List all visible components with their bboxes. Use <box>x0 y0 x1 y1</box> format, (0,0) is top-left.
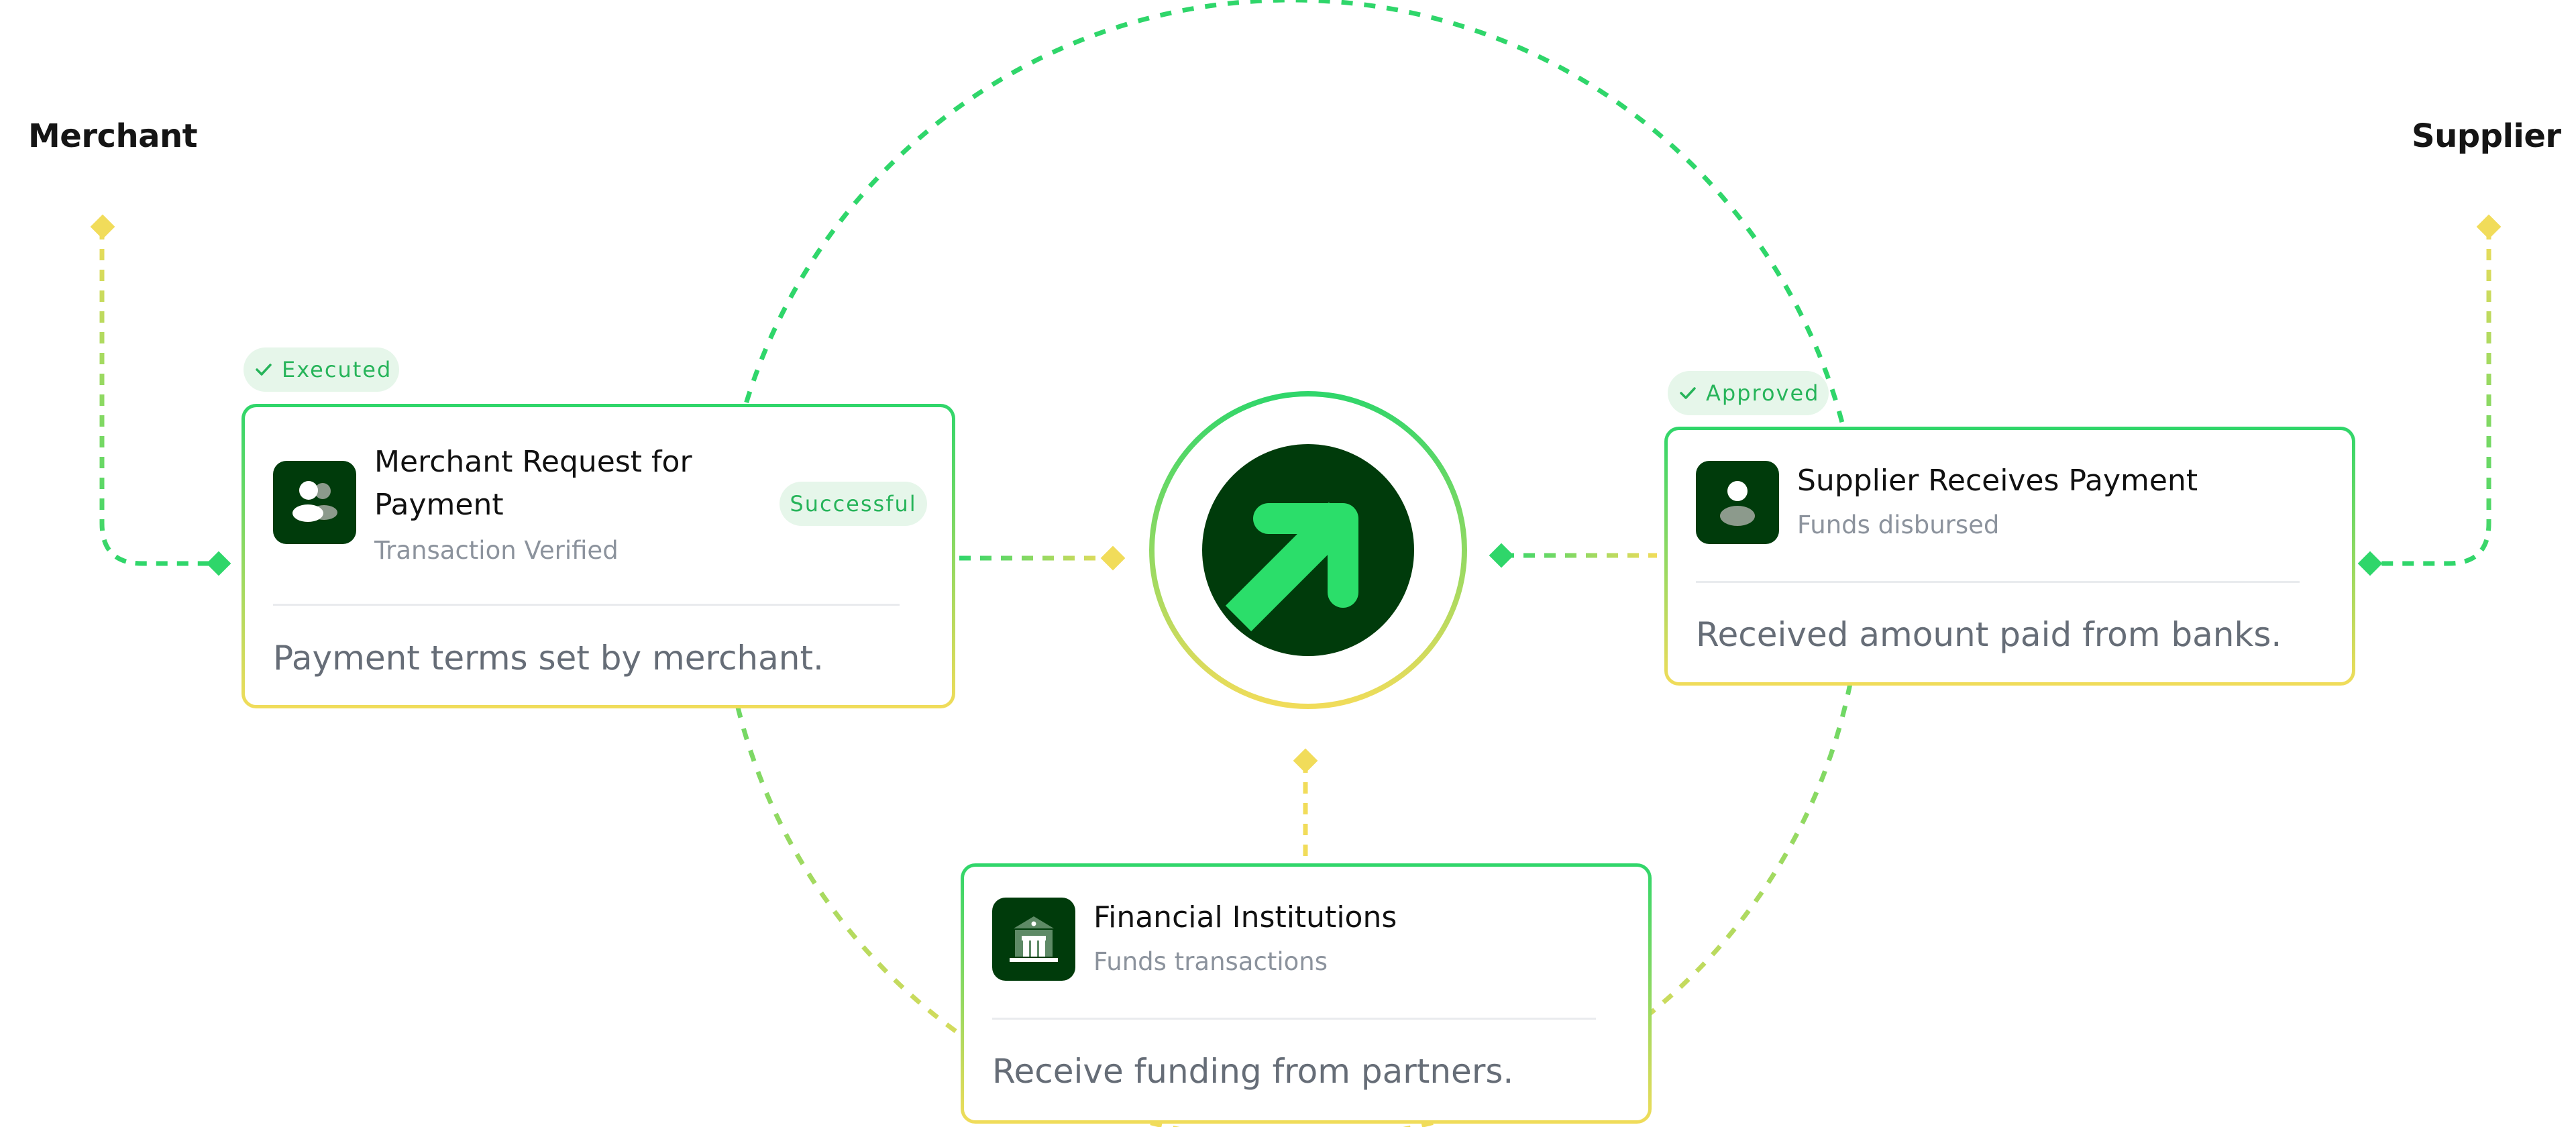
merchant-card-description: Payment terms set by merchant. <box>273 639 824 678</box>
supplier-card-divider <box>1696 581 2300 583</box>
check-icon <box>1679 386 1697 400</box>
diamond-supplier-top <box>2476 214 2502 239</box>
merchant-card-subtitle: Transaction Verified <box>374 536 619 565</box>
executed-status-pill: Executed <box>244 347 399 392</box>
supplier-card-description: Received amount paid from banks. <box>1696 615 2282 654</box>
diamond-supplier-card <box>2357 551 2383 576</box>
merchant-request-card[interactable]: Merchant Request for Payment Transaction… <box>241 404 955 708</box>
approved-status-pill: Approved <box>1668 371 1829 415</box>
merchant-card-divider <box>273 604 900 606</box>
merchant-label: Merchant <box>28 117 198 155</box>
bank-icon <box>992 898 1075 981</box>
supplier-card-subtitle: Funds disbursed <box>1797 511 2000 539</box>
diamond-hub-left <box>1100 545 1126 571</box>
financial-card-divider <box>992 1018 1596 1020</box>
executed-status-label: Executed <box>282 357 392 382</box>
financial-card-subtitle: Funds transactions <box>1093 947 1328 976</box>
supplier-card-title: Supplier Receives Payment <box>1797 464 2198 498</box>
financial-institutions-card[interactable]: Financial Institutions Funds transaction… <box>961 863 1652 1124</box>
merchant-card-title: Merchant Request for Payment <box>374 445 692 522</box>
diamond-merchant-card <box>206 551 231 576</box>
successful-badge: Successful <box>780 482 927 526</box>
supplier-connector <box>2371 228 2491 566</box>
diamond-hub-right <box>1489 543 1514 568</box>
arrow-up-right-icon <box>1225 502 1358 632</box>
supplier-label: Supplier <box>2412 117 2561 155</box>
financial-card-title: Financial Institutions <box>1093 900 1397 934</box>
approved-status-label: Approved <box>1706 380 1820 406</box>
user-icon <box>1696 461 1779 544</box>
supplier-payment-card[interactable]: Supplier Receives Payment Funds disburse… <box>1664 427 2355 686</box>
financial-card-description: Receive funding from partners. <box>992 1052 1514 1091</box>
diamond-hub-bottom <box>1293 748 1318 773</box>
merchant-connector <box>99 228 218 566</box>
diamond-merchant-top <box>90 214 115 239</box>
users-icon <box>273 461 356 544</box>
check-icon <box>255 362 272 377</box>
